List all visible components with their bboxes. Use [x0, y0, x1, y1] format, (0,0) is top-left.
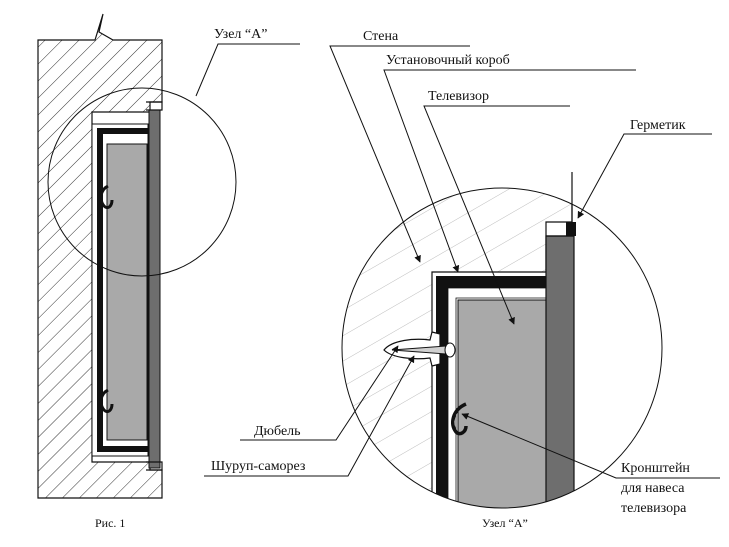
sealant-bead — [566, 222, 576, 236]
label-bracket-3: телевизора — [621, 501, 687, 516]
label-node-a: Узел “А” — [214, 27, 267, 42]
label-bracket-2: для навеса — [621, 481, 685, 496]
flange-bottom — [146, 461, 163, 471]
caption-node-a: Узел “А” — [482, 516, 528, 530]
screw-head — [444, 342, 456, 358]
leader-screw — [204, 355, 415, 477]
detail-wall — [342, 188, 572, 508]
detail-bracket-hook — [451, 402, 468, 436]
leader-node-a — [195, 43, 300, 97]
caption-fig1: Рис. 1 — [95, 516, 125, 530]
detail-front-panel — [545, 235, 575, 508]
label-screw: Шуруп-саморез — [211, 459, 306, 474]
tv-front-panel-fig1 — [148, 109, 161, 469]
leader-bracket — [461, 413, 720, 479]
leader-mounting-box — [383, 69, 636, 273]
flange-top — [146, 101, 163, 111]
leader-tv — [423, 105, 570, 325]
hook-icon-bottom — [99, 388, 114, 414]
detail-circle — [341, 187, 663, 509]
mounting-box-section — [97, 128, 150, 452]
label-bracket-1: Кронштейн — [621, 461, 690, 476]
detail-a-drawing — [341, 172, 663, 509]
detail-circle-a — [47, 87, 237, 277]
leader-dowel — [240, 345, 399, 441]
tv-body-fig1 — [106, 143, 148, 441]
leader-wall — [329, 45, 470, 263]
leader-sealant — [577, 133, 712, 219]
fig1-drawing — [37, 13, 300, 499]
label-mounting-box: Установочный короб — [386, 53, 510, 68]
hook-icon-top — [99, 184, 114, 210]
label-dowel: Дюбель — [254, 424, 301, 439]
label-wall: Стена — [363, 29, 399, 44]
label-tv: Телевизор — [428, 89, 489, 104]
detail-mounting-box — [436, 276, 548, 508]
detail-tv-body — [457, 299, 547, 508]
label-sealant: Герметик — [630, 118, 686, 133]
